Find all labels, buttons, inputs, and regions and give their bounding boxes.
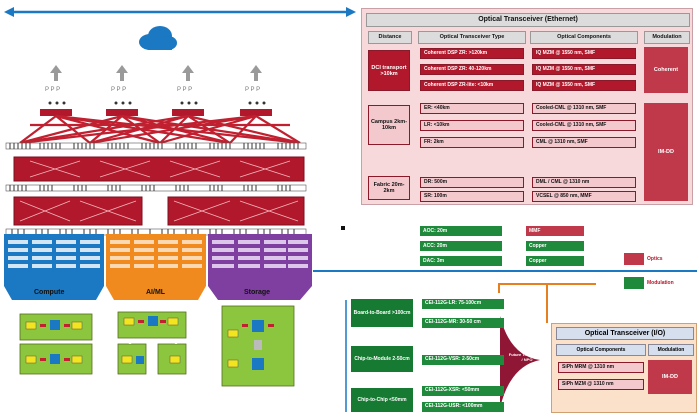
reach-chip-to-module: Chip-to-Module 2-50cm — [351, 346, 413, 372]
component-cell: VCSEL @ 850 nm, MMF — [532, 191, 636, 202]
component-cell: IQ MZM @ 1550 nm, SMF — [532, 80, 636, 91]
label-storage: Storage — [244, 289, 271, 296]
component-cell: Cooled-CML @ 1310 nm, SMF — [532, 120, 636, 131]
component-cell: IQ MZM @ 1550 nm, SMF — [532, 64, 636, 75]
svg-text:P P P: P P P — [177, 87, 192, 93]
reach-board-to-board: Board-to-Board >100cm — [351, 299, 413, 327]
distance-campus: Campus 2km-10km — [368, 105, 410, 145]
component-cell: DML / CML @ 1310 nm — [532, 177, 636, 188]
type-cell: FR: 2km — [420, 137, 524, 148]
svg-text:P P P: P P P — [45, 87, 60, 93]
io-header-modulation: Modulation — [648, 344, 694, 356]
cable-dac: DAC: 3m — [420, 256, 502, 266]
cable-aoc: AOC: 20m — [420, 226, 502, 236]
io-modulation: IM-DD — [648, 360, 692, 394]
reach-item: CEI-112G-VSR: 2-50cm — [422, 355, 504, 365]
reach-chip-to-chip: Chip-to-Chip <50mm — [351, 388, 413, 412]
label-aiml: AI/ML — [146, 289, 166, 296]
legend-modulation-label: Modulation — [647, 280, 674, 286]
type-cell: SR: 100m — [420, 191, 524, 202]
legend-optics-swatch — [624, 253, 644, 265]
reach-item: CEI-112G-MR: 30-50 cm — [422, 318, 504, 328]
ethernet-transceiver-table: Optical Transceiver (Ethernet) Distance … — [361, 8, 693, 205]
type-cell: Coherent DSP ZR: 40-120km — [420, 64, 524, 75]
span-arrow — [4, 7, 356, 17]
ethernet-table-title: Optical Transceiver (Ethernet) — [366, 13, 690, 27]
orange-bracket-left — [498, 283, 500, 293]
funnel-label: Future Trends CPO / NPO — [508, 352, 546, 362]
cable-dac-medium: Copper — [526, 256, 584, 266]
type-cell: LR: <10km — [420, 120, 524, 131]
header-optical-components: Optical Components — [530, 31, 638, 44]
distance-fabric: Fabric 20m-2km — [368, 176, 410, 200]
io-table-title: Optical Transceiver (I/O) — [556, 327, 694, 340]
header-modulation: Modulation — [644, 31, 690, 44]
type-cell: DR: 500m — [420, 177, 524, 188]
uplink-arrows — [50, 65, 262, 81]
io-transceiver-table: Optical Transceiver (I/O) Optical Compon… — [551, 323, 697, 413]
board-diagrams — [19, 305, 295, 387]
modulation-imdd: IM-DD — [644, 103, 688, 201]
marker — [341, 226, 345, 230]
cloud-icon — [139, 26, 177, 50]
type-cell: ER: <40km — [420, 103, 524, 114]
modulation-coherent: Coherent — [644, 47, 688, 93]
reach-funnel-diagram — [345, 300, 540, 412]
legend-modulation-swatch — [624, 277, 644, 289]
header-transceiver-type: Optical Transceiver Type — [418, 31, 526, 44]
io-component-cell: SiPh MRM @ 1310 nm — [558, 362, 644, 373]
cable-aoc-medium: MMF — [526, 226, 584, 236]
cable-acc-medium: Copper — [526, 241, 584, 251]
component-cell: CML @ 1310 nm, SMF — [532, 137, 636, 148]
type-cell: Coherent DSP ZR-lite: <10km — [420, 80, 524, 91]
component-cell: Cooled-CML @ 1310 nm, SMF — [532, 103, 636, 114]
legend-optics-label: Optics — [647, 256, 663, 262]
svg-text:P P P: P P P — [111, 87, 126, 93]
rack-band — [4, 234, 312, 300]
orange-bracket-right — [546, 283, 548, 323]
reach-item: CEI-112G-LR: 75-100cm — [422, 299, 504, 309]
reach-item: CEI-112G-USR: <100mm — [422, 402, 504, 412]
header-distance: Distance — [368, 31, 412, 44]
io-component-cell: SiPh MZM @ 1310 nm — [558, 379, 644, 390]
io-header-components: Optical Components — [556, 344, 646, 356]
label-compute: Compute — [34, 289, 65, 296]
type-cell: Coherent DSP ZR: >120km — [420, 48, 524, 59]
divider-line — [313, 270, 697, 272]
component-cell: IQ MZM @ 1550 nm, SMF — [532, 48, 636, 59]
cable-acc: ACC: 20m — [420, 241, 502, 251]
svg-text:P P P: P P P — [245, 87, 260, 93]
reach-item: CEI-112G-XSR: <50mm — [422, 386, 504, 396]
distance-dci: DCI transport >10km — [368, 50, 410, 91]
